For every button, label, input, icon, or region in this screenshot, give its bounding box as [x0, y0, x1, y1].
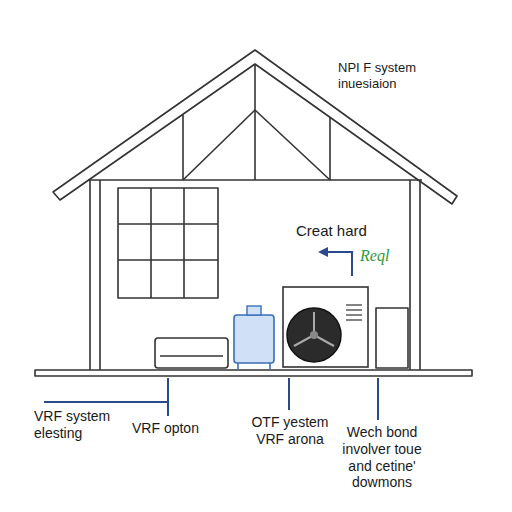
label: OTF yestem VRF arona — [244, 414, 336, 448]
truss — [255, 110, 330, 180]
tank-cap — [247, 306, 261, 315]
wall — [99, 180, 101, 370]
window-bar — [150, 188, 152, 298]
label: VRF opton — [132, 420, 222, 437]
wall — [419, 180, 421, 370]
tank — [234, 315, 274, 363]
wall — [409, 180, 411, 370]
truss — [183, 110, 255, 180]
leader-line — [167, 402, 169, 416]
sofa-seat — [160, 355, 223, 357]
indoor-unit — [376, 308, 408, 368]
sofa — [155, 338, 228, 368]
truss — [329, 117, 331, 180]
label: VRF system elesting — [34, 408, 130, 442]
window-bar — [183, 188, 185, 298]
truss — [254, 64, 256, 180]
roof — [53, 50, 457, 204]
arrow-line — [326, 252, 352, 276]
label: NPI F system inuesiaion — [338, 60, 424, 91]
window-bar — [118, 223, 218, 225]
wall — [89, 180, 91, 370]
fan — [287, 308, 341, 362]
window — [118, 188, 218, 298]
outdoor-unit — [283, 287, 368, 367]
arrow-head — [318, 247, 328, 257]
leader-line — [44, 378, 168, 402]
label: Creat hard — [296, 222, 386, 240]
label: Reql — [360, 246, 410, 265]
leader-line — [288, 378, 290, 410]
label: Wech bond involver toue and cetine' dowm… — [330, 424, 434, 491]
window-bar — [118, 259, 218, 261]
floor — [35, 370, 472, 376]
truss — [182, 115, 184, 180]
leader-line — [377, 378, 379, 420]
